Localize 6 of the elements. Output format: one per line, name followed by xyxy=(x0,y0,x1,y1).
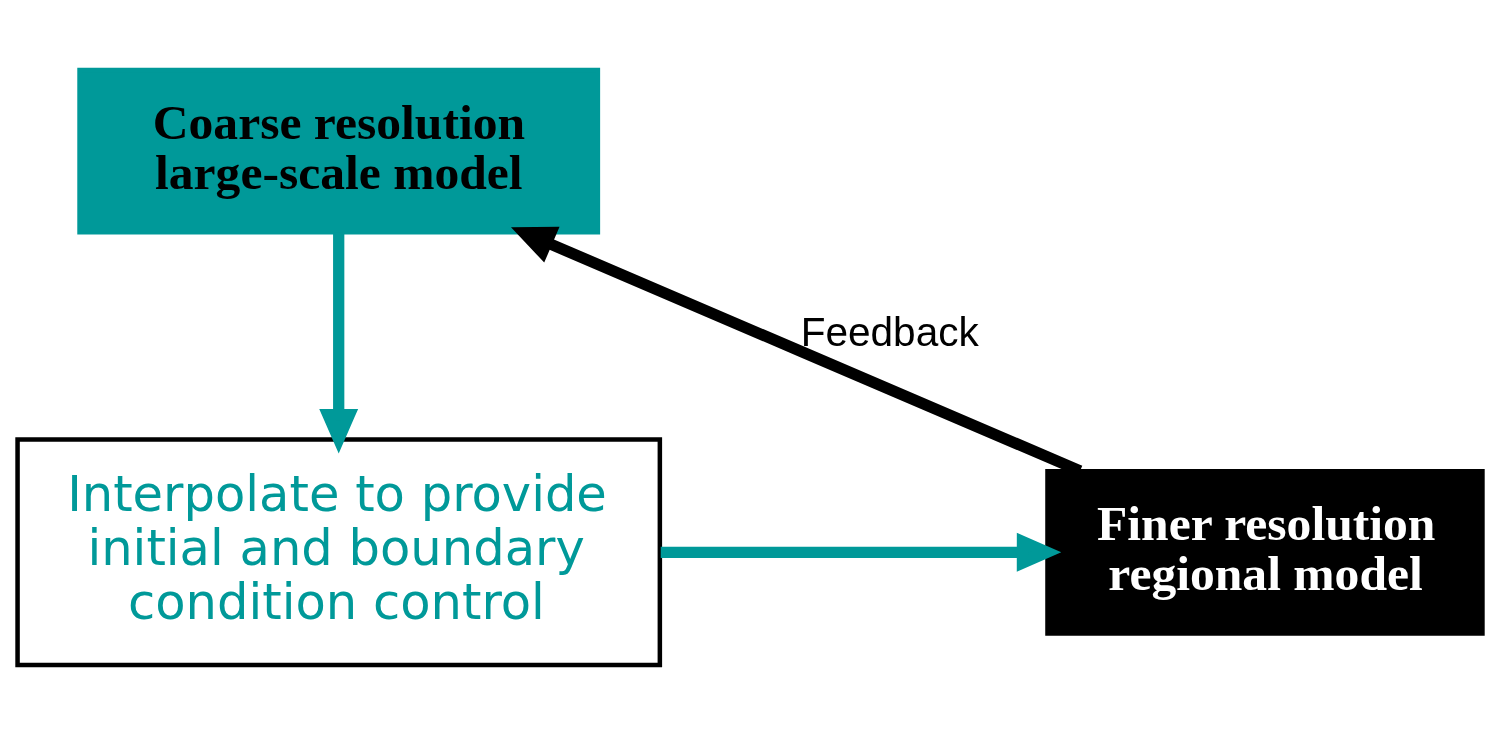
node-box: Interpolate to provide initial and boundary condition control xyxy=(15,437,663,668)
edge-label: Feedback xyxy=(800,308,979,355)
arrow xyxy=(660,532,1062,572)
arrow xyxy=(319,232,359,454)
node-box: Coarse resolution large-scale model xyxy=(77,67,601,235)
node-box: Finer resolution regional model xyxy=(1045,468,1485,636)
